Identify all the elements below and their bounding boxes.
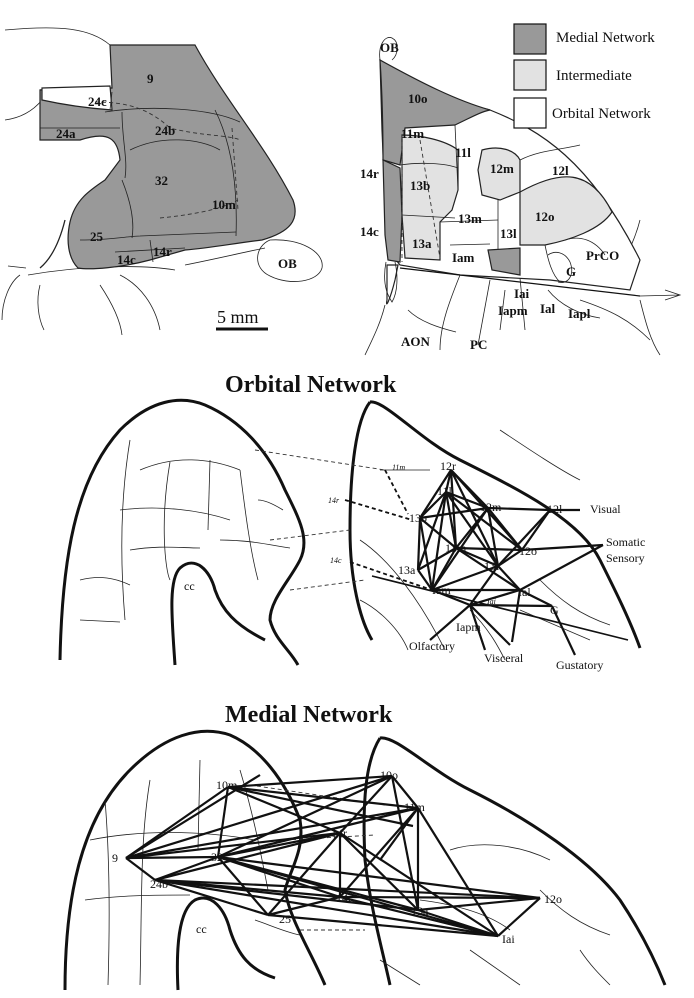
medial-connections — [125, 774, 541, 938]
label-24c: 24c — [88, 94, 107, 109]
legend-label-medial: Medial Network — [556, 30, 655, 46]
orbital-network-title: Orbital Network — [225, 372, 397, 398]
label-24b: 24b — [155, 123, 175, 138]
label-10m: 10m — [212, 197, 236, 212]
label-ial: Ial — [540, 301, 556, 316]
legend-swatch-intermediate — [513, 59, 547, 91]
orbital-connections — [416, 469, 604, 656]
node-14r-small: 14r — [328, 496, 340, 505]
label-12l: 12l — [552, 163, 569, 178]
label-32: 32 — [155, 173, 168, 188]
node-g: G — [550, 603, 559, 617]
node-13a: 13a — [398, 563, 416, 577]
node-iai: Iai — [502, 932, 515, 946]
label-ob-right: OB — [380, 40, 399, 55]
modality-somatic: Somatic — [606, 535, 645, 549]
label-14c-right: 14c — [360, 224, 379, 239]
modality-gustatory: Gustatory — [556, 658, 603, 672]
node-12l: 12l — [547, 502, 563, 516]
label-13m: 13m — [458, 211, 482, 226]
label-iapm: Iapm — [498, 303, 528, 318]
node-cc-orbital: cc — [184, 579, 195, 593]
label-aon: AON — [401, 334, 431, 349]
node-10o: 10o — [380, 768, 398, 782]
scale-bar-label: 5 mm — [217, 307, 259, 327]
label-13l: 13l — [500, 226, 517, 241]
label-13b: 13b — [410, 178, 430, 193]
label-g: G — [566, 264, 576, 279]
label-11l: 11l — [455, 145, 471, 160]
node-iai-small: Iai — [486, 597, 496, 606]
node-32: 32 — [211, 850, 223, 864]
node-ial: Ial — [518, 585, 531, 599]
orbital-network-diagram: 12r 11m 11l 12m 12l 14r 13b 14c 13m 12o … — [58, 398, 645, 672]
legend-label-intermediate: Intermediate — [556, 68, 632, 84]
label-13a: 13a — [412, 236, 432, 251]
modality-olfactory: Olfactory — [409, 639, 455, 653]
modality-visual: Visual — [590, 502, 621, 516]
legend-label-orbital: Orbital Network — [552, 106, 651, 122]
node-12o: 12o — [544, 892, 562, 906]
node-13a: 13a — [411, 904, 429, 918]
node-12m: 12m — [480, 500, 502, 514]
node-11m-small: 11m — [392, 463, 405, 472]
orbital-surface-view: OB 10o 11m 11l 12m 12l 14r 13b 14c 13m 1… — [360, 37, 682, 356]
label-25: 25 — [90, 229, 104, 244]
label-11m: 11m — [401, 126, 424, 141]
label-iai: Iai — [514, 286, 530, 301]
node-cc-medial: cc — [196, 922, 207, 936]
node-11m: 11m — [404, 800, 426, 814]
label-24a: 24a — [56, 126, 76, 141]
label-iapl: Iapl — [568, 306, 591, 321]
node-12o: 12o — [519, 544, 537, 558]
label-10o: 10o — [408, 91, 428, 106]
legend-swatch-medial — [513, 23, 547, 55]
label-ob-left: OB — [278, 256, 297, 271]
node-11l: 11l — [437, 484, 453, 498]
legend-swatch-orbital — [513, 97, 547, 129]
node-13m: 13m — [445, 541, 467, 555]
node-24b: 24b — [150, 877, 168, 891]
label-pc: PC — [470, 337, 487, 352]
label-9: 9 — [147, 71, 154, 86]
node-iam: Iam — [432, 583, 451, 597]
legend: Medial Network Intermediate Orbital Netw… — [513, 23, 655, 129]
medial-wall-view: 9 24c 24a 24b 32 10m 25 14c 14r OB 5 mm — [1, 27, 323, 336]
label-iam: Iam — [452, 250, 475, 265]
label-12m: 12m — [490, 161, 514, 176]
node-13l: 13l — [484, 559, 500, 573]
modality-sensory: Sensory — [606, 551, 645, 565]
label-14c: 14c — [117, 252, 136, 267]
label-prco: PrCO — [586, 248, 619, 263]
node-10m: 10m — [216, 778, 238, 792]
label-12o: 12o — [535, 209, 555, 224]
medial-network-diagram: 10m 10o 11m 9 32 14r 24b 14c 13a 12o 25 … — [63, 729, 667, 991]
node-14r: 14r — [331, 826, 347, 840]
medial-network-title: Medial Network — [225, 702, 393, 728]
node-14c-small: 14c — [330, 556, 342, 565]
node-12r: 12r — [440, 459, 456, 473]
node-iapm: Iapm — [456, 620, 481, 634]
label-14r: 14r — [153, 244, 172, 259]
node-9: 9 — [112, 851, 118, 865]
node-25: 25 — [279, 912, 291, 926]
node-14c: 14c — [336, 891, 353, 905]
node-13b: 13b — [409, 511, 427, 525]
label-14r-right: 14r — [360, 166, 379, 181]
modality-visceral: Visceral — [484, 651, 524, 665]
